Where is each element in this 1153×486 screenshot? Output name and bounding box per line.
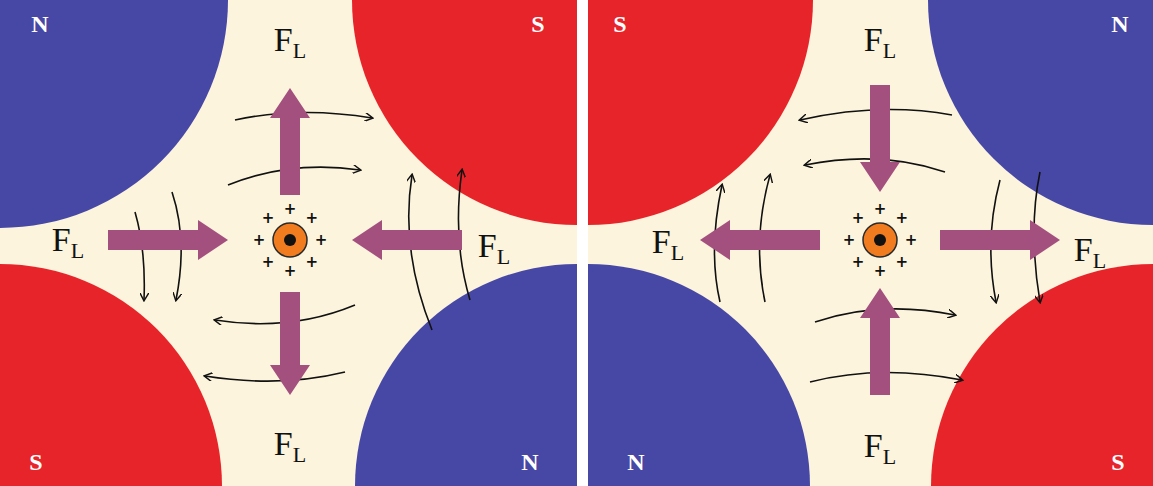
force-arrows bbox=[700, 85, 1060, 395]
north-pole bbox=[588, 264, 810, 486]
charge-sign: + bbox=[896, 254, 909, 269]
charge-sign: + bbox=[284, 202, 297, 217]
charge-sign: + bbox=[262, 211, 275, 226]
south-pole bbox=[931, 264, 1153, 486]
south-pole bbox=[352, 0, 577, 225]
charge-sign: + bbox=[896, 211, 909, 226]
charge-sign: + bbox=[306, 254, 319, 269]
force-label: FL bbox=[274, 23, 306, 62]
charge-sign: + bbox=[253, 233, 266, 248]
panel-ground bbox=[588, 0, 1153, 486]
force-label: FL bbox=[864, 429, 896, 468]
charge-sign: + bbox=[874, 264, 887, 279]
force-label: FL bbox=[52, 223, 84, 262]
pole-label: N bbox=[31, 12, 48, 36]
pole-label: S bbox=[613, 12, 626, 36]
north-pole bbox=[355, 264, 577, 486]
charge-sign: + bbox=[843, 233, 856, 248]
force-arrows bbox=[108, 88, 462, 395]
force-label: FL bbox=[652, 225, 684, 264]
pole-label: S bbox=[1111, 450, 1124, 474]
south-pole bbox=[0, 264, 222, 486]
charge-sign: + bbox=[852, 254, 865, 269]
pole-label: N bbox=[627, 450, 644, 474]
north-pole bbox=[928, 0, 1153, 225]
pole-label: N bbox=[521, 450, 538, 474]
conductor bbox=[863, 223, 897, 257]
north-pole bbox=[0, 0, 228, 228]
force-label: FL bbox=[478, 229, 510, 268]
force-label: FL bbox=[274, 427, 306, 466]
force-label: FL bbox=[864, 23, 896, 62]
charge-sign: + bbox=[284, 264, 297, 279]
south-pole bbox=[588, 0, 813, 225]
charge-sign: + bbox=[262, 254, 275, 269]
charge-sign: + bbox=[905, 233, 918, 248]
pole-label: S bbox=[29, 450, 42, 474]
pole-label: N bbox=[1111, 12, 1128, 36]
pole-label: S bbox=[531, 12, 544, 36]
charge-sign: + bbox=[306, 211, 319, 226]
charge-sign: + bbox=[315, 233, 328, 248]
charge-sign: + bbox=[852, 211, 865, 226]
panel-ground bbox=[0, 0, 577, 486]
conductor bbox=[273, 223, 307, 257]
charge-sign: + bbox=[874, 202, 887, 217]
force-label: FL bbox=[1074, 233, 1106, 272]
